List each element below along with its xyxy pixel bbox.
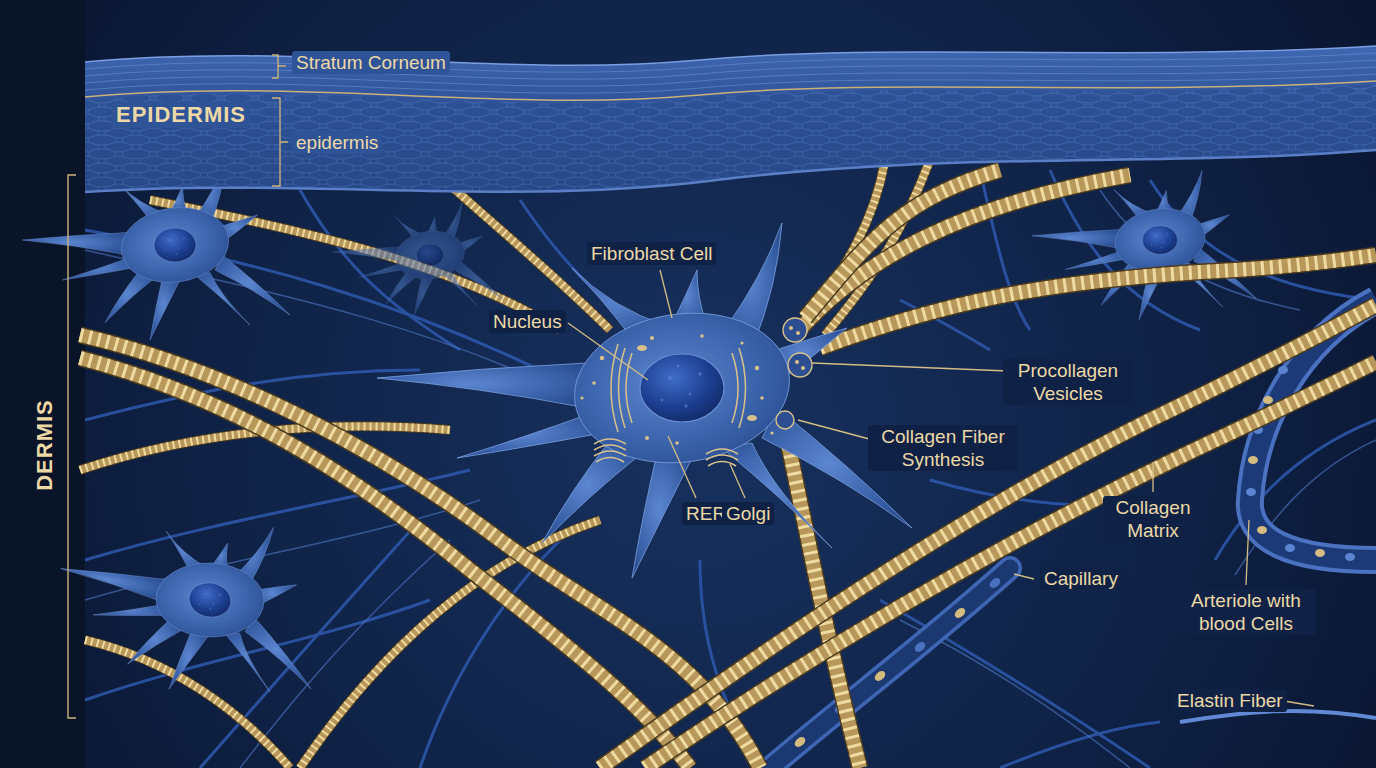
illustration-part bbox=[332, 202, 503, 316]
part-label: Stratum Corneum bbox=[292, 51, 450, 74]
part-label: Collagen Matrix bbox=[1103, 496, 1203, 542]
thin-fibers bbox=[85, 190, 1376, 768]
illustration-part bbox=[730, 464, 745, 498]
brackets bbox=[68, 55, 288, 718]
part-label: EPIDERMIS bbox=[112, 102, 250, 128]
part-label: Fibroblast Cell bbox=[587, 242, 716, 265]
illustration-part bbox=[377, 223, 912, 578]
illustration-part bbox=[668, 436, 696, 498]
illustration-part bbox=[820, 255, 1376, 348]
illustration-part bbox=[450, 185, 610, 330]
illustration-part bbox=[1284, 701, 1314, 706]
illustration-part bbox=[812, 363, 1008, 371]
illustration-part bbox=[580, 396, 583, 399]
illustration-part bbox=[600, 356, 604, 360]
illustration-part bbox=[594, 344, 746, 466]
illustration-part bbox=[793, 735, 807, 749]
illustration-part bbox=[788, 353, 812, 377]
illustration-part bbox=[660, 270, 672, 318]
illustration-part bbox=[450, 185, 610, 330]
illustration-part bbox=[1248, 456, 1258, 464]
illustration-part bbox=[1263, 396, 1273, 404]
illustration-part bbox=[776, 318, 812, 429]
illustration-part bbox=[1014, 574, 1034, 579]
illustration-part bbox=[68, 175, 76, 718]
illustration-part bbox=[913, 640, 927, 654]
illustration-part bbox=[873, 669, 887, 683]
part-label: epidermis bbox=[292, 131, 382, 154]
illustration-part bbox=[1152, 462, 1153, 492]
illustration-part bbox=[200, 520, 420, 768]
illustration-part bbox=[706, 449, 738, 454]
illustration-part bbox=[801, 366, 805, 370]
illustration-part bbox=[739, 348, 746, 428]
collagen-fibers bbox=[80, 170, 1376, 768]
elastin-fiber bbox=[1180, 711, 1376, 722]
illustration-part bbox=[568, 323, 648, 380]
main-fibroblast bbox=[377, 223, 912, 578]
part-label: Elastin Fiber bbox=[1173, 689, 1287, 712]
illustration-part bbox=[1246, 520, 1249, 585]
blue-fibers bbox=[85, 170, 1376, 768]
illustration-part bbox=[594, 451, 626, 456]
illustration-part bbox=[988, 576, 1002, 590]
part-label: Procollagen Vesicles bbox=[1003, 359, 1133, 405]
part-label: Golgi bbox=[722, 502, 774, 525]
illustration-part bbox=[626, 353, 632, 423]
illustration-part bbox=[645, 436, 649, 440]
illustration-part bbox=[272, 98, 288, 186]
illustration-part bbox=[747, 415, 757, 421]
illustration-part bbox=[732, 353, 738, 423]
illustration-part bbox=[1315, 549, 1325, 557]
illustration-part bbox=[637, 345, 647, 351]
part-label: DERMIS bbox=[32, 395, 58, 495]
illustration-part bbox=[43, 492, 337, 713]
illustration-part bbox=[1345, 553, 1355, 561]
illustration-part bbox=[594, 439, 626, 444]
illustration-part bbox=[796, 331, 800, 335]
margin bbox=[0, 0, 85, 768]
leader-lines bbox=[568, 270, 1314, 706]
illustration-part bbox=[650, 336, 654, 340]
illustration-part bbox=[706, 455, 738, 460]
epidermis-band bbox=[85, 46, 1376, 192]
illustration-part bbox=[760, 396, 764, 400]
illustration-part bbox=[708, 462, 736, 467]
illustration-part bbox=[1246, 488, 1256, 496]
illustration-part bbox=[789, 326, 793, 330]
illustration-part bbox=[820, 255, 1376, 348]
illustration-part bbox=[820, 255, 1376, 348]
illustration-part bbox=[272, 55, 286, 78]
illustration-part bbox=[776, 411, 794, 429]
illustration-part bbox=[783, 318, 807, 342]
part-label: Nucleus bbox=[489, 310, 566, 333]
illustration-part bbox=[1257, 526, 1267, 534]
part-label: Arteriole with blood Cells bbox=[1176, 589, 1316, 635]
illustration-part bbox=[755, 366, 759, 370]
illustration-part bbox=[675, 441, 679, 445]
illustration-part bbox=[770, 431, 773, 434]
illustration-part bbox=[700, 334, 704, 338]
illustration-part bbox=[1278, 366, 1288, 374]
illustration-part bbox=[85, 84, 1376, 192]
illustration-part bbox=[953, 606, 967, 620]
illustration-part bbox=[740, 341, 743, 344]
illustration-part bbox=[798, 420, 873, 440]
illustration-part bbox=[240, 540, 450, 768]
illustration-part bbox=[880, 600, 1150, 768]
part-label: Collagen Fiber Synthesis bbox=[868, 425, 1018, 471]
illustration-part bbox=[450, 185, 610, 330]
illustration-part bbox=[795, 360, 799, 364]
illustration-part bbox=[592, 381, 596, 385]
part-label: Capillary bbox=[1040, 567, 1122, 590]
illustration-part bbox=[596, 458, 624, 463]
illustration-part bbox=[1285, 544, 1295, 552]
illustration-part bbox=[580, 326, 805, 445]
illustration-part bbox=[594, 445, 626, 450]
illustration-part bbox=[85, 46, 1376, 192]
